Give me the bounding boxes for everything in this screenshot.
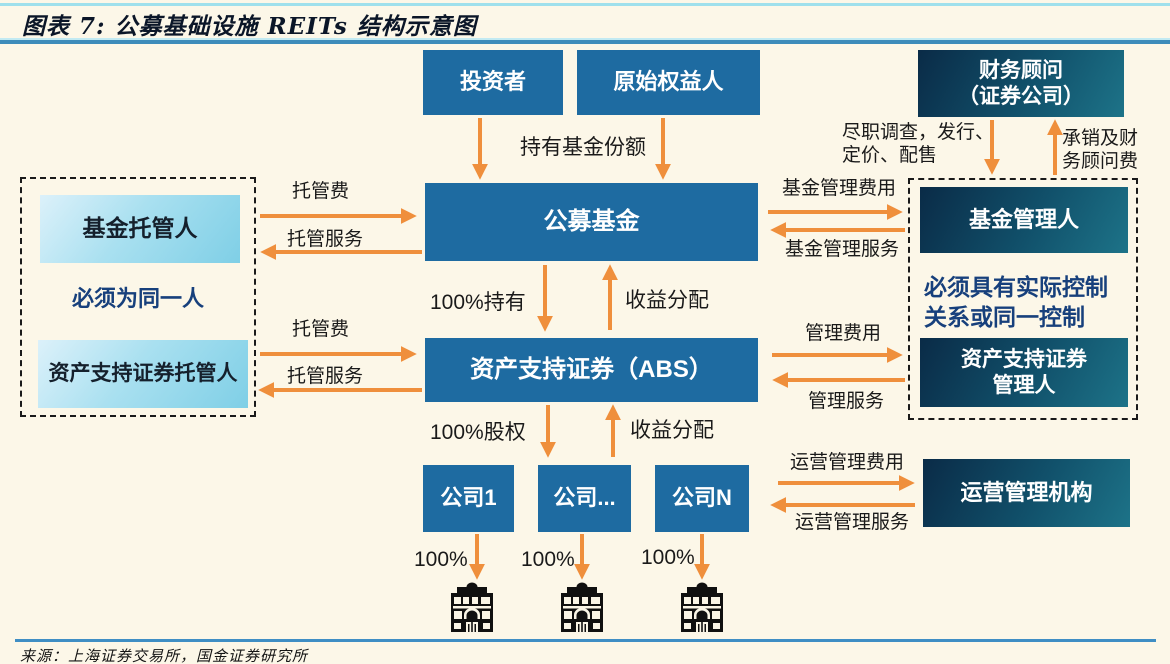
node-investors: 投资者: [423, 50, 563, 115]
label-pct100-2: 100%: [521, 548, 575, 571]
node-company-n-label: 公司N: [672, 485, 732, 511]
node-original-equity-holder-label: 原始权益人: [613, 69, 724, 95]
label-mgmt-fee: 管理费用: [805, 323, 882, 344]
node-fund-manager-label: 基金管理人: [968, 206, 1079, 232]
label-ops-mgmt-fee: 运营管理费用: [790, 452, 905, 473]
node-abs-label: 资产支持证券（ABS）: [470, 355, 713, 383]
node-abs-manager: 资产支持证券 管理人: [920, 338, 1128, 407]
label-custody-fee-bottom: 托管费: [292, 319, 350, 340]
label-due-diligence: 尽职调查，发行、 定价、配售: [842, 121, 994, 167]
node-company-1: 公司1: [423, 465, 514, 532]
label-fund-mgmt-service: 基金管理服务: [785, 239, 900, 260]
node-company-1-label: 公司1: [440, 485, 497, 511]
node-fund-custodian-label: 基金托管人: [82, 215, 198, 242]
node-abs-custodian: 资产支持证券托管人: [38, 340, 248, 408]
node-public-fund-label: 公募基金: [543, 207, 640, 235]
label-hold-100pct: 100%持有: [430, 291, 526, 314]
custodian-group-box: [20, 177, 256, 417]
title-separator-light: [0, 38, 1170, 40]
node-public-fund: 公募基金: [425, 183, 758, 261]
node-abs-custodian-label: 资产支持证券托管人: [48, 362, 238, 386]
label-mgmt-service: 管理服务: [808, 391, 885, 412]
footer-rule: [15, 639, 1156, 642]
node-abs-manager-line1: 资产支持证券: [961, 348, 1087, 372]
label-custody-service-top: 托管服务: [287, 229, 364, 250]
label-hold-fund-shares: 持有基金份额: [520, 136, 646, 159]
note-control-relationship: 必须具有实际控制 关系或同一控制: [924, 272, 1108, 332]
label-income-distribution-bottom: 收益分配: [630, 419, 714, 442]
title-separator: [0, 40, 1170, 44]
note-control-line2: 关系或同一控制: [924, 304, 1085, 330]
figure-title: 图表 7: 公募基础设施 REITs 结构示意图: [22, 13, 477, 40]
asset-building-icon-3: [681, 582, 723, 632]
label-custody-service-bottom: 托管服务: [287, 366, 364, 387]
label-pct100-3: 100%: [641, 546, 695, 569]
note-same-person: 必须为同一人: [71, 286, 204, 311]
label-due-diligence-line2: 定价、配售: [842, 145, 938, 166]
node-company-dots: 公司...: [538, 465, 631, 532]
node-company-dots-label: 公司...: [553, 485, 616, 511]
title-rule-top: [0, 3, 1170, 6]
node-abs: 资产支持证券（ABS）: [425, 338, 758, 402]
node-financial-advisor: 财务顾问 （证券公司）: [918, 50, 1124, 117]
label-custody-fee-top: 托管费: [292, 181, 350, 202]
source-note: 来源：上海证券交易所，国金证券研究所: [20, 647, 309, 664]
manager-group-box: [908, 178, 1138, 420]
label-pct100-1: 100%: [414, 548, 468, 571]
node-fund-manager: 基金管理人: [920, 187, 1128, 253]
node-financial-advisor-line2: （证券公司）: [958, 84, 1084, 108]
node-investors-label: 投资者: [459, 69, 526, 95]
label-fund-mgmt-fee: 基金管理费用: [782, 178, 897, 199]
node-operations-manager-label: 运营管理机构: [960, 479, 1093, 505]
node-company-n: 公司N: [655, 465, 749, 532]
label-equity-100pct: 100%股权: [430, 421, 526, 444]
node-abs-manager-line2: 管理人: [992, 373, 1056, 397]
label-underwriting-fee: 承销及财 务顾问费: [1062, 127, 1138, 173]
label-due-diligence-line1: 尽职调查，发行、: [842, 122, 995, 143]
node-original-equity-holder: 原始权益人: [577, 50, 760, 115]
label-underwriting-fee-line2: 务顾问费: [1062, 151, 1139, 172]
node-financial-advisor-line1: 财务顾问: [979, 59, 1063, 83]
asset-building-icon-2: [561, 582, 603, 632]
label-income-distribution-top: 收益分配: [625, 289, 709, 312]
node-operations-manager: 运营管理机构: [923, 459, 1130, 527]
node-fund-custodian: 基金托管人: [40, 195, 240, 263]
note-control-line1: 必须具有实际控制: [924, 274, 1108, 300]
label-underwriting-fee-line1: 承销及财: [1062, 128, 1139, 149]
asset-building-icon-1: [451, 582, 493, 632]
label-ops-mgmt-service: 运营管理服务: [795, 512, 910, 533]
